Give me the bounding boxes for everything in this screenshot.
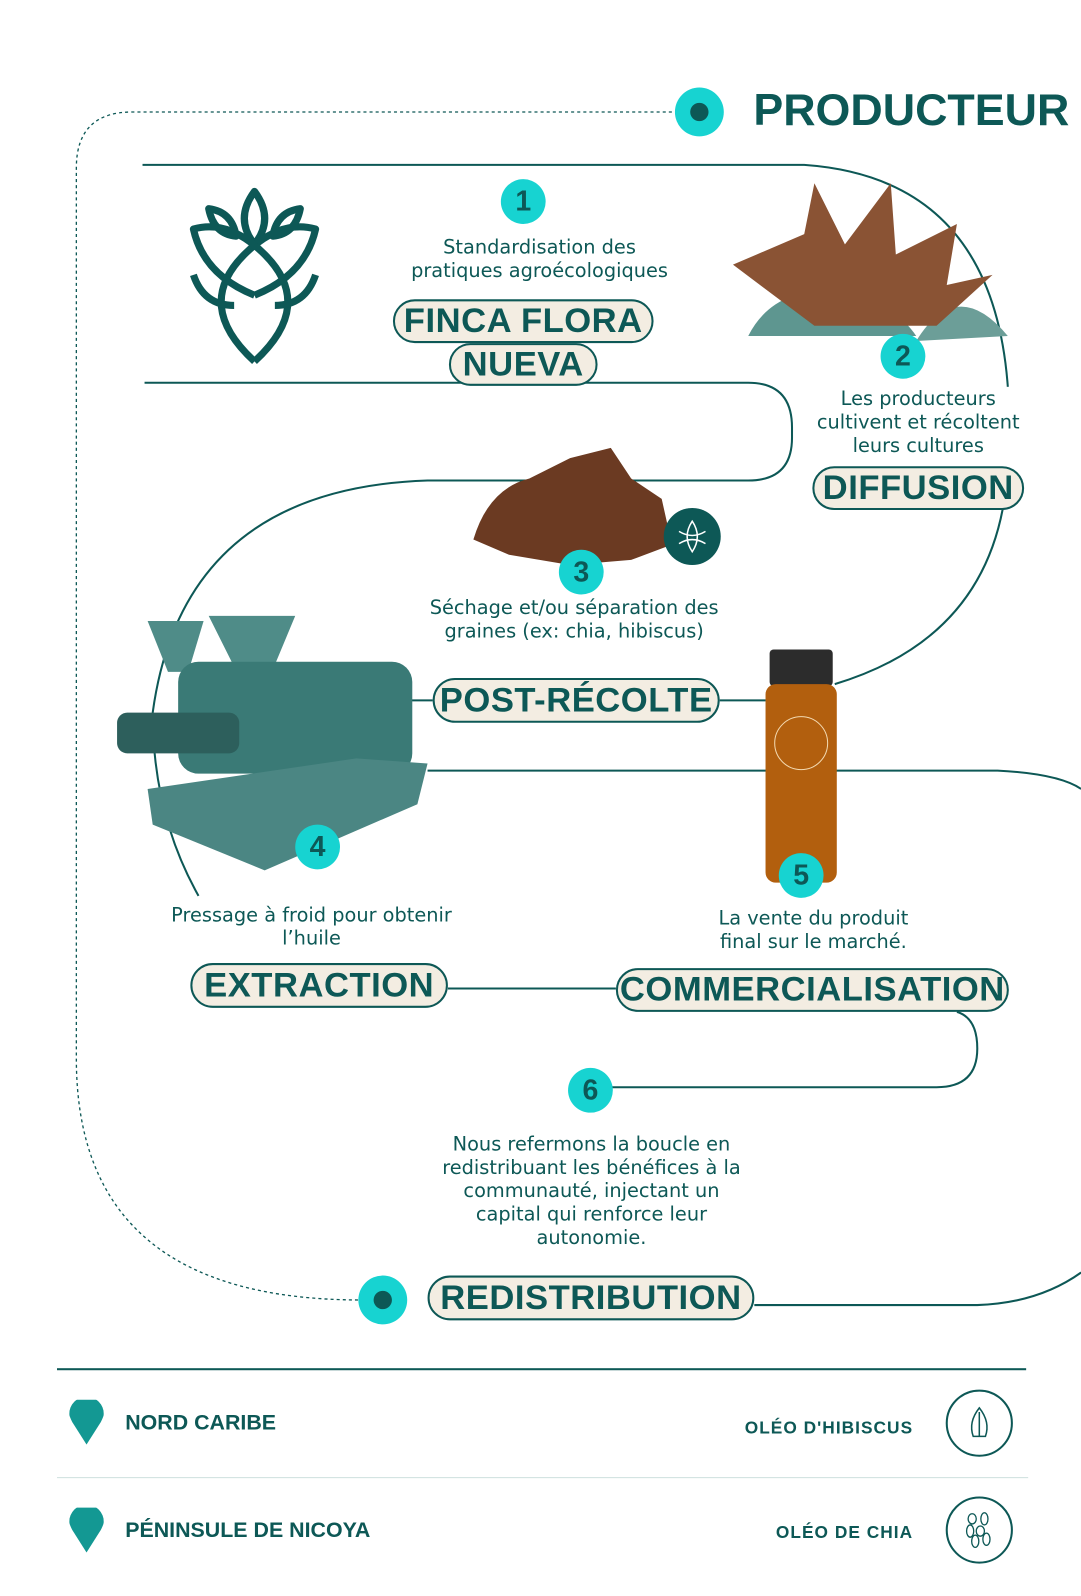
product-name: OLÉO D'HIBISCUS bbox=[744, 1418, 914, 1438]
page-title: PRODUCTEUR bbox=[753, 85, 1070, 136]
location-pin-icon bbox=[69, 1507, 104, 1553]
step-4-number: 4 bbox=[295, 824, 341, 870]
oil-bottle-illustration bbox=[765, 649, 837, 883]
step-4-label: EXTRACTION bbox=[190, 963, 448, 1008]
redistribution-marker bbox=[358, 1275, 408, 1325]
flow-line-5 bbox=[427, 769, 1081, 790]
flow-line-2 bbox=[144, 381, 794, 897]
step-5-number: 5 bbox=[778, 853, 824, 898]
step-6-number: 6 bbox=[568, 1067, 613, 1113]
hibiscus-seed-icon bbox=[945, 1389, 1013, 1457]
flow-line-3 bbox=[834, 508, 1004, 686]
flora-nueva-logo bbox=[189, 187, 320, 365]
flow-line-7 bbox=[610, 1010, 979, 1089]
region-name: NORD CARIBE bbox=[125, 1410, 277, 1435]
dashed-loop-line bbox=[75, 111, 672, 1301]
step-5-label: COMMERCIALISATION bbox=[615, 968, 1009, 1012]
hibiscus-flowers-illustration bbox=[732, 183, 1008, 342]
dried-hibiscus-illustration bbox=[473, 447, 672, 565]
step-1-number: 1 bbox=[500, 179, 546, 224]
oil-press-machine-illustration bbox=[117, 615, 428, 871]
step-2-number: 2 bbox=[880, 333, 926, 379]
flow-line-8 bbox=[754, 1271, 1081, 1307]
step-2-label: DIFFUSION bbox=[812, 466, 1025, 511]
flower-badge-icon bbox=[663, 507, 721, 565]
step-1-label-2: NUEVA bbox=[448, 343, 598, 386]
step-3-label: POST-RÉCOLTE bbox=[432, 677, 720, 723]
step-6-label: REDISTRIBUTION bbox=[427, 1275, 755, 1321]
row-divider bbox=[57, 1477, 1029, 1479]
product-name: OLÉO DE CHIA bbox=[775, 1522, 914, 1543]
step-1-label: FINCA FLORA bbox=[392, 299, 654, 344]
producteur-marker bbox=[674, 87, 724, 137]
step-3-number: 3 bbox=[558, 549, 604, 595]
footer-divider bbox=[57, 1368, 1027, 1371]
location-pin-icon bbox=[69, 1399, 104, 1445]
chia-seeds-icon bbox=[945, 1496, 1013, 1564]
region-name: PÉNINSULE DE NICOYA bbox=[125, 1518, 371, 1543]
